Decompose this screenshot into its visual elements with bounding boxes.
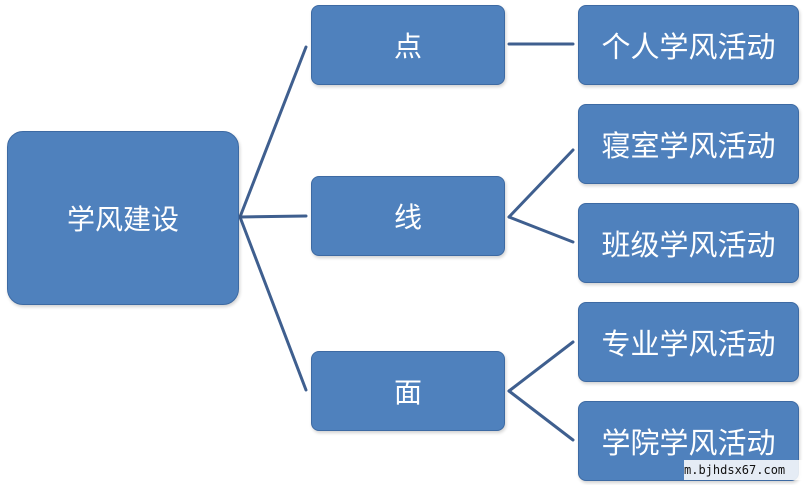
connector-root-to-mian xyxy=(238,215,308,392)
leaf-node-label: 个人学风活动 xyxy=(601,30,776,64)
root-node: 学风建设 xyxy=(7,131,239,305)
connector-xian-to-leaf-3 xyxy=(507,215,575,244)
branch-node-mian: 面 xyxy=(311,351,505,431)
leaf-node-dormitory: 寝室学风活动 xyxy=(578,104,799,184)
connector-xian-to-leaf-2 xyxy=(507,148,575,219)
leaf-node-label: 专业学风活动 xyxy=(601,327,776,361)
branch-node-label: 面 xyxy=(393,376,422,409)
connector-root-to-xian xyxy=(238,214,308,219)
branch-node-dian: 点 xyxy=(311,5,505,85)
branch-node-xian: 线 xyxy=(311,176,505,256)
connector-mian-to-leaf-4 xyxy=(507,340,575,393)
leaf-node-label: 学院学风活动 xyxy=(601,426,776,460)
leaf-node-personal: 个人学风活动 xyxy=(578,5,799,85)
leaf-node-class: 班级学风活动 xyxy=(578,203,799,283)
connector-mian-to-leaf-5 xyxy=(507,389,575,442)
branch-node-label: 点 xyxy=(393,30,422,63)
leaf-node-label: 班级学风活动 xyxy=(601,228,776,262)
root-node-label: 学风建设 xyxy=(66,203,179,236)
branch-node-label: 线 xyxy=(393,201,422,234)
watermark-text: m.bjhdsx67.com xyxy=(684,460,804,480)
connector-root-to-dian xyxy=(238,45,308,219)
leaf-node-major: 专业学风活动 xyxy=(578,302,799,382)
leaf-node-label: 寝室学风活动 xyxy=(601,129,776,163)
